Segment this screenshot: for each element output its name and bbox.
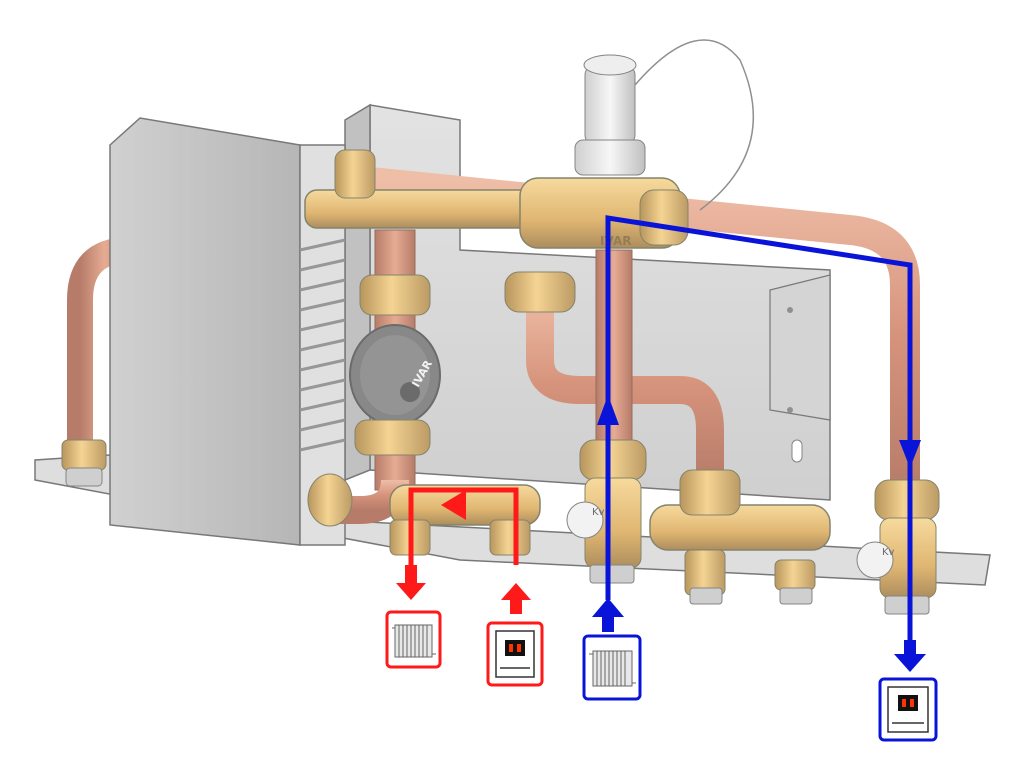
cold-circuit-flow [592, 215, 926, 672]
thermostatic-valve-head [574, 39, 755, 211]
balancing-valve-left: Kv [566, 439, 647, 584]
hot-circuit-flow [396, 487, 531, 614]
copper-pipe-top [348, 165, 920, 490]
boiler-icon [486, 621, 544, 687]
arrow-up-blue [592, 598, 624, 632]
plate-heat-exchanger [109, 117, 346, 546]
boiler-icon [878, 677, 938, 742]
left-fittings [61, 439, 107, 487]
copper-pipe-lower-elbow [307, 473, 409, 527]
kv-right-label: Kv [882, 547, 895, 558]
radiator-icon [385, 610, 442, 669]
flow-direction-arrow-down [899, 440, 921, 468]
arrow-up-red [501, 583, 531, 614]
pump-assembly: IVAR [349, 229, 441, 491]
brass-manifold-top [304, 149, 689, 249]
kv-left-label: Kv [592, 507, 605, 518]
flow-direction-arrow [441, 490, 466, 520]
radiator-icon [582, 634, 642, 701]
flow-direction-arrow-up [597, 395, 619, 425]
arrow-down-red [396, 565, 426, 600]
arrow-down-blue [894, 640, 926, 672]
